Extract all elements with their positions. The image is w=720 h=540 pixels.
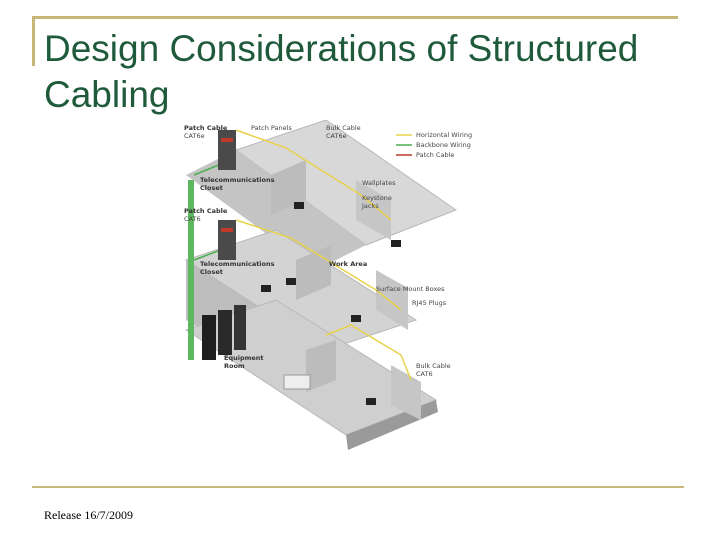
label-work-area: Work Area — [329, 260, 367, 268]
label-patch-panels: Patch Panels — [251, 124, 292, 132]
left-rule — [32, 16, 35, 66]
label-bulk-cable-top: Bulk Cable — [326, 124, 361, 132]
label-telecom-closet-1: Telecommunications — [200, 176, 275, 184]
workstation-4 — [286, 278, 296, 285]
label-patch-cable-2: Patch Cable — [184, 207, 228, 215]
legend-backbone-wiring: Backbone Wiring — [416, 141, 471, 149]
slide-footer: Release 16/7/2009 — [44, 508, 133, 522]
equipment-rack-3 — [234, 305, 246, 350]
bottom-rule — [32, 486, 684, 488]
workstation-2 — [391, 240, 401, 247]
horizontal-wiring-middle — [235, 219, 402, 311]
label-telecom-closet-1-sub: Closet — [200, 184, 223, 192]
label-telecom-closet-2: Telecommunications — [200, 260, 275, 268]
label-patch-cable-2-sub: CAT6 — [184, 215, 201, 223]
partition-wall-1 — [271, 160, 306, 215]
equipment-rack-1 — [202, 315, 216, 360]
label-equipment-room: Equipment — [224, 354, 264, 362]
telecom-rack-top — [218, 130, 236, 170]
label-equipment-room-sub: Room — [224, 362, 245, 370]
partition-wall-6 — [391, 365, 421, 420]
horizontal-wiring-top — [235, 129, 392, 221]
slide-title: Design Considerations of Structured Cabl… — [44, 28, 639, 115]
label-keystone: Keystone — [362, 194, 392, 202]
label-bulk-cable-bottom-sub: CAT6 — [416, 370, 433, 378]
backbone-riser — [188, 180, 194, 360]
patch-panel-middle — [221, 228, 233, 232]
label-surface-mount-boxes: Surface Mount Boxes — [376, 285, 445, 293]
workstation-3 — [261, 285, 271, 292]
label-wallplates: Wallplates — [362, 179, 396, 187]
equipment-rack-2 — [218, 310, 232, 355]
partition-wall-4 — [376, 270, 408, 330]
legend-horizontal-wiring: Horizontal Wiring — [416, 131, 472, 139]
label-patch-cable-1: Patch Cable — [184, 124, 228, 132]
top-rule — [32, 16, 678, 19]
telecom-rack-middle — [218, 220, 236, 260]
structured-cabling-diagram: Patch Cable CAT6e Patch Panels Bulk Cabl… — [184, 120, 472, 450]
workstation-5 — [351, 315, 361, 322]
label-bulk-cable-bottom: Bulk Cable — [416, 362, 451, 370]
label-telecom-closet-2-sub: Closet — [200, 268, 223, 276]
label-bulk-cable-top-sub: CAT6e — [326, 132, 347, 140]
partition-wall-5 — [306, 340, 336, 392]
patch-panel-top — [221, 138, 233, 142]
horizontal-wiring-bottom — [325, 324, 412, 381]
partition-wall-2 — [356, 180, 391, 240]
copier — [283, 374, 311, 390]
label-rj45-plugs: RJ45 Plugs — [412, 299, 447, 307]
label-patch-cable-1-sub: CAT6e — [184, 132, 205, 140]
partition-wall-3 — [296, 245, 331, 300]
legend-patch-cable: Patch Cable — [416, 151, 454, 159]
label-keystone-sub: Jacks — [361, 202, 379, 210]
workstation-6 — [366, 398, 376, 405]
workstation-1 — [294, 202, 304, 209]
